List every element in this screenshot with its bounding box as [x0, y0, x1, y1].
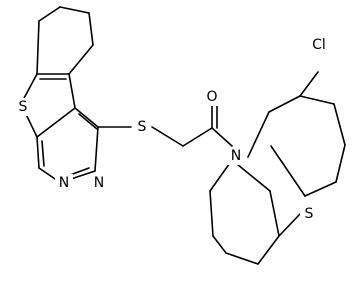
- pyrimidine-ring: [36, 107, 99, 182]
- atom-label-n-pyrimidine-upper: N: [94, 175, 104, 191]
- atom-s-phenothiazine: S: [300, 205, 318, 223]
- atom-label-n-phenothiazine: N: [231, 148, 241, 164]
- cyclohexane-ring: [36, 6, 94, 75]
- atom-n-pyrimidine-lower: N: [55, 174, 73, 192]
- atom-n-phenothiazine: N: [227, 147, 245, 165]
- atom-cl: Cl: [308, 36, 330, 54]
- atom-o-carbonyl: O: [203, 88, 221, 106]
- atom-label-s-thioether: S: [138, 119, 147, 135]
- atom-s-thioether: S: [133, 118, 151, 136]
- atom-n-pyrimidine-upper: N: [90, 174, 108, 192]
- atom-label-s-thiophene: S: [19, 99, 28, 115]
- atom-label-o-carbonyl: O: [206, 89, 217, 105]
- atom-s-thiophene: S: [14, 98, 32, 116]
- thioether-linker: [97, 126, 213, 147]
- phenothiazine-lower-ring: [209, 159, 301, 265]
- phenothiazine-upper-ring: [247, 71, 346, 197]
- atom-label-s-phenothiazine: S: [305, 206, 314, 222]
- carbonyl-group: [211, 104, 233, 147]
- atom-label-cl: Cl: [312, 37, 326, 53]
- atom-label-n-pyrimidine-lower: N: [59, 175, 69, 191]
